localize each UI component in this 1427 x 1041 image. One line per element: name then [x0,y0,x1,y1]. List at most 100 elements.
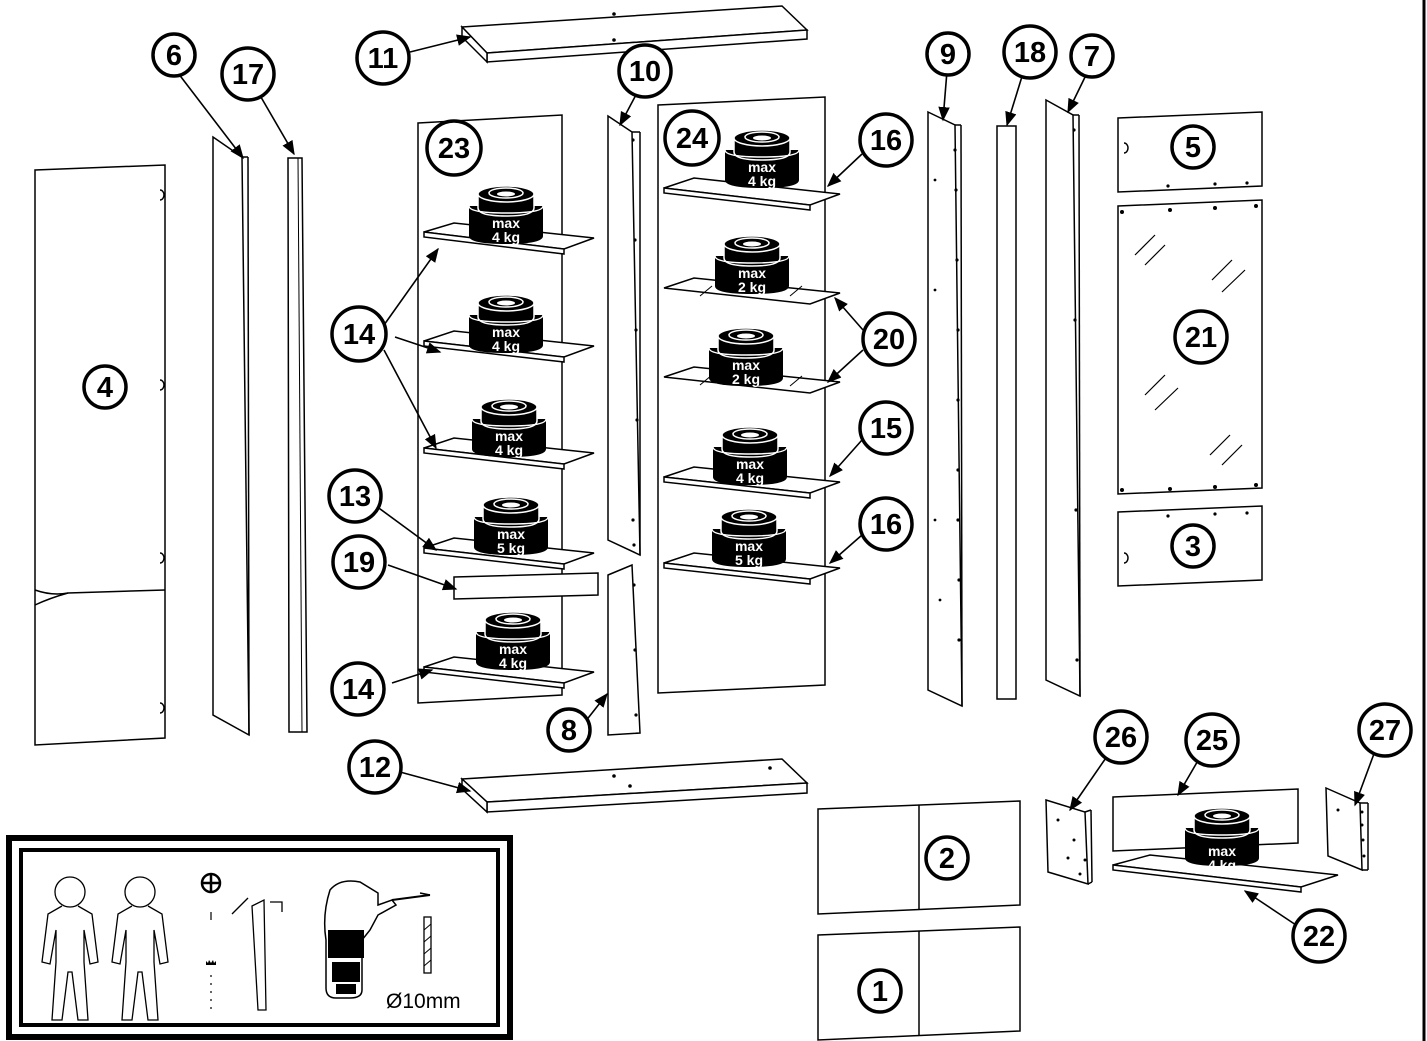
part-panel-2 [817,800,1021,915]
svg-text:23: 23 [438,133,470,165]
part-label-18: 18 [1002,24,1058,80]
part-label-24: 24 [663,109,721,167]
part-divider-10 [607,114,641,557]
part-label-20: 20 [861,311,917,367]
svg-text:21: 21 [1185,322,1217,354]
weight-icon: max 2 kg [714,235,790,295]
svg-text:19: 19 [343,547,375,579]
svg-text:2 kg: 2 kg [738,279,766,295]
weight-icon: max 4 kg [471,398,547,458]
svg-text:max: max [738,265,766,281]
svg-text:max: max [748,159,776,175]
part-label-14b: 14 [330,661,386,717]
svg-text:4 kg: 4 kg [736,470,764,486]
svg-text:20: 20 [873,324,905,356]
part-label-7: 7 [1069,33,1115,79]
part-label-11: 11 [355,30,411,86]
part-label-19: 19 [331,534,387,590]
svg-text:4 kg: 4 kg [495,442,523,458]
shelf [663,177,841,211]
part-label-2: 2 [924,835,970,881]
part-drawer-front-19 [453,572,599,600]
part-side-panel-6 [212,135,250,737]
part-base-22 [1112,854,1339,893]
part-label-9: 9 [925,31,971,77]
weight-icon: max 4 kg [475,611,551,671]
svg-text:max: max [492,324,520,340]
svg-text:15: 15 [870,413,902,445]
part-label-26: 26 [1093,709,1149,765]
svg-text:2: 2 [939,843,955,875]
weight-icon: max 5 kg [711,508,787,568]
part-label-22: 22 [1291,908,1347,964]
svg-text:3: 3 [1185,531,1201,563]
svg-text:5 kg: 5 kg [497,540,525,556]
part-label-21: 21 [1173,309,1229,365]
part-label-10: 10 [617,43,673,99]
weight-icon: max 4 kg [468,185,544,245]
svg-text:12: 12 [359,752,391,784]
weight-icon: max 4 kg [468,294,544,354]
part-label-17: 17 [220,46,276,102]
svg-text:16: 16 [870,125,902,157]
svg-text:max: max [735,538,763,554]
weight-icon: max 4 kg [1184,807,1260,873]
part-label-23: 23 [425,119,483,177]
part-label-16: 16 [858,112,914,168]
svg-text:1: 1 [872,976,888,1008]
weight-icon: max 4 kg [712,426,788,486]
svg-text:max: max [736,456,764,472]
phillips-screwdriver-icon [200,872,222,1010]
svg-text:25: 25 [1196,725,1228,757]
part-label-15: 15 [858,400,914,456]
weight-icon: max 2 kg [708,327,784,387]
svg-text:max: max [1208,843,1236,859]
svg-text:max: max [499,641,527,657]
part-divider-8 [607,563,641,736]
part-label-27: 27 [1357,702,1413,758]
tools-panel: Ø10mm [6,835,513,1040]
part-strip-18 [996,125,1017,700]
part-label-5: 5 [1170,124,1216,170]
part-label-8: 8 [546,707,592,753]
svg-text:14: 14 [343,319,375,351]
drill-bit-size-label: Ø10mm [386,990,461,1013]
svg-text:24: 24 [676,123,708,155]
drill-bit-icon [423,916,432,974]
svg-text:7: 7 [1084,41,1100,73]
svg-text:14: 14 [342,674,374,706]
part-label-16b: 16 [858,496,914,552]
part-label-14: 14 [330,305,388,363]
part-label-12: 12 [347,739,403,795]
svg-text:5: 5 [1185,132,1201,164]
svg-text:4 kg: 4 kg [492,338,520,354]
svg-text:5 kg: 5 kg [735,552,763,568]
svg-text:max: max [495,428,523,444]
svg-text:22: 22 [1303,921,1335,953]
svg-text:8: 8 [561,715,577,747]
svg-text:13: 13 [339,481,371,513]
electric-drill-icon [323,880,431,999]
svg-text:17: 17 [232,59,264,91]
svg-text:2 kg: 2 kg [732,371,760,387]
svg-text:4 kg: 4 kg [492,229,520,245]
part-label-13: 13 [327,468,383,524]
part-side-panel-9 [927,110,963,708]
svg-text:27: 27 [1369,715,1401,747]
hammer-icon [231,897,283,1011]
weight-icon: max 4 kg [724,129,800,189]
svg-text:4 kg: 4 kg [748,173,776,189]
part-door-left [34,164,166,746]
part-bottom-board [460,758,809,814]
part-strip-17 [287,157,308,733]
svg-text:4: 4 [97,372,113,404]
part-side-26 [1045,798,1093,886]
svg-text:max: max [732,357,760,373]
svg-text:26: 26 [1105,722,1137,754]
svg-text:max: max [497,526,525,542]
svg-text:4 kg: 4 kg [1208,857,1236,873]
shelf [423,656,595,689]
weight-icon: max 5 kg [473,496,549,556]
svg-text:16: 16 [870,509,902,541]
